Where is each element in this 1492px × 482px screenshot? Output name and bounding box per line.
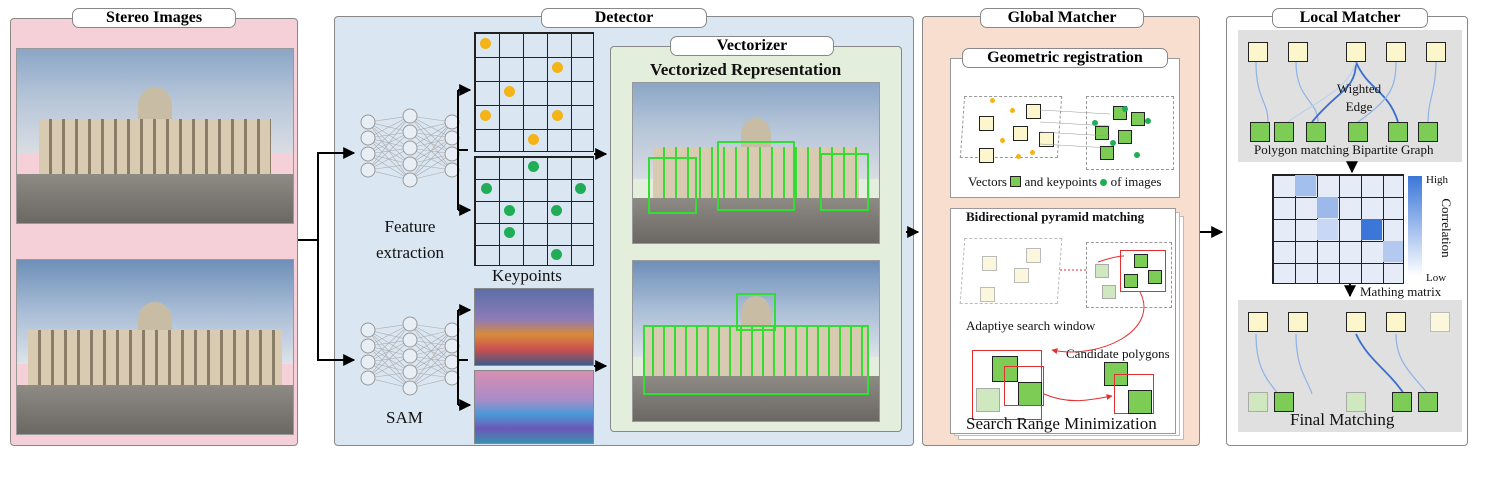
sam-mask-image-2 <box>474 370 594 444</box>
local-matcher-title: Local Matcher <box>1272 8 1428 28</box>
stereo-image-right <box>16 259 294 435</box>
keypoints-label: Keypoints <box>492 266 562 285</box>
neural-network-icon <box>360 316 460 396</box>
colorbar-high-label: High <box>1426 174 1448 186</box>
vectorized-representation-label: Vectorized Representation <box>650 60 842 79</box>
final-matching-label: Final Matching <box>1290 410 1395 429</box>
search-range-minimization-label: Search Range Minimization <box>966 414 1157 433</box>
detector-title: Detector <box>541 8 707 28</box>
vectorizer-title: Vectorizer <box>670 36 834 56</box>
vectors-caption: Vectors and keypoints of images <box>968 174 1162 189</box>
neural-network-icon <box>360 108 460 188</box>
global-matcher-title: Global Matcher <box>980 8 1144 28</box>
keypoint-grid-green <box>474 156 594 266</box>
feature-extraction-label: Feature extraction <box>376 217 444 262</box>
matching-matrix-label: Mathing matrix <box>1360 284 1442 299</box>
matching-matrix <box>1272 174 1404 284</box>
correlation-colorbar <box>1408 176 1422 276</box>
colorbar-correlation-label: Correlation <box>1439 198 1454 258</box>
geometric-registration-title: Geometric registration <box>962 48 1168 68</box>
candidate-polygons-label: Candidate polygons <box>1066 346 1170 361</box>
bidirectional-matching-title: Bidirectional pyramid matching <box>966 209 1145 224</box>
stereo-image-left <box>16 48 294 224</box>
adaptive-search-window-label: Adaptiye search window <box>966 318 1096 333</box>
sam-mask-image-1 <box>474 288 594 366</box>
sam-label: SAM <box>386 408 423 427</box>
vectorized-image-top <box>632 82 880 244</box>
bipartite-graph-label: Polygon matching Bipartite Graph <box>1254 142 1434 157</box>
colorbar-low-label: Low <box>1426 272 1447 284</box>
keypoint-grid-orange <box>474 32 594 152</box>
stereo-images-title: Stereo Images <box>72 8 236 28</box>
vectorized-image-bottom <box>632 260 880 422</box>
